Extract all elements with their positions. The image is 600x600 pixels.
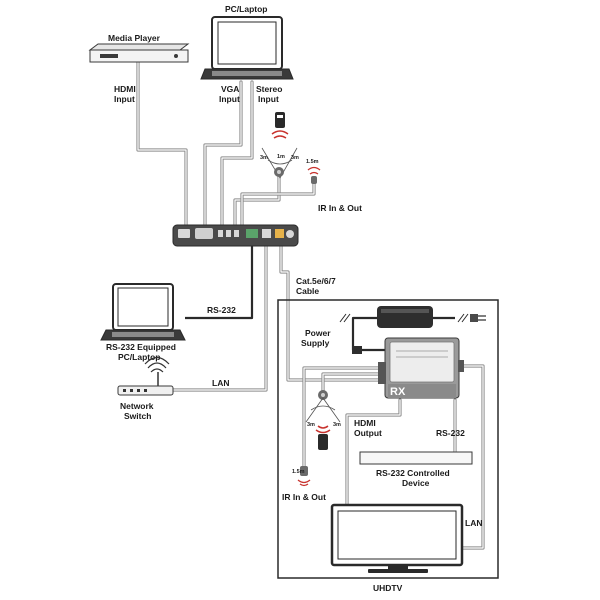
media-player-label: Media Player xyxy=(108,33,161,43)
power-supply xyxy=(339,306,486,354)
cat-cable-label: Cat.5e/6/7 xyxy=(296,276,336,286)
lan-left-label: LAN xyxy=(212,378,229,388)
cables xyxy=(136,60,485,550)
rx-label: RX xyxy=(390,386,406,398)
rs232-device-label: RS-232 Controlled xyxy=(376,468,450,478)
tx-unit xyxy=(172,224,299,247)
laptop-top-label: PC/Laptop xyxy=(225,4,268,14)
cat-cable-label-2: Cable xyxy=(296,286,319,296)
network-switch-label: Network xyxy=(120,401,154,411)
ir-3m-bottom-left-label: 3m xyxy=(307,422,315,428)
lan-right-label: LAN xyxy=(465,518,482,528)
ir-emitter-bottom xyxy=(297,466,311,487)
hdmi-output-label: HDMI xyxy=(354,418,376,428)
cat-cable xyxy=(279,243,384,382)
hdmi-input-label-2: Input xyxy=(114,94,135,104)
ir-distance-top-label: 1.5m xyxy=(306,159,319,165)
ir-receiver-cable-bottom xyxy=(321,372,385,394)
rs232-pc-label-2: PC/Laptop xyxy=(118,352,161,362)
rs232-controlled-device xyxy=(359,451,473,465)
ir-in-out-top-label: IR In & Out xyxy=(318,203,362,213)
ir-3m-right-label: 3m xyxy=(291,155,299,161)
hdmi-cable-input xyxy=(136,60,188,227)
hdmi-output-label-2: Output xyxy=(354,428,382,438)
ir-in-out-bottom-label: IR In & Out xyxy=(282,492,326,502)
ir-receiver-bottom xyxy=(305,390,341,450)
ir-emitter-top xyxy=(307,166,321,184)
network-switch-label-2: Switch xyxy=(124,411,151,421)
rs232-line-label: RS-232 xyxy=(207,305,236,315)
power-supply-label: Power xyxy=(305,328,331,338)
ir-3m-left-label: 3m xyxy=(260,155,268,161)
rs232-device-label-2: Device xyxy=(402,478,430,488)
rs232-cable-left xyxy=(185,245,254,320)
rx-unit xyxy=(378,337,464,399)
ir-3m-bottom-right-label: 3m xyxy=(333,422,341,428)
ir-1m-label: 1m xyxy=(277,154,285,160)
stereo-input-label-2: Input xyxy=(258,94,279,104)
uhdtv-label: UHDTV xyxy=(373,583,403,593)
ir-distance-bottom-label: 1.5m xyxy=(292,469,305,475)
stereo-input-label: Stereo xyxy=(256,84,282,94)
ir-receiver-top xyxy=(261,112,298,179)
network-switch xyxy=(117,356,174,396)
media-player xyxy=(88,43,190,63)
rs232-pc-label: RS-232 Equipped xyxy=(106,342,176,352)
rs232-rx-label: RS-232 xyxy=(436,428,465,438)
vga-input-label-2: Input xyxy=(219,94,240,104)
receiver-site-frame xyxy=(277,299,499,579)
laptop-top xyxy=(200,16,294,80)
power-cable xyxy=(351,316,385,352)
power-supply-label-2: Supply xyxy=(301,338,330,348)
laptop-left xyxy=(100,283,186,341)
uhdtv xyxy=(330,503,464,573)
vga-input-label: VGA xyxy=(221,84,239,94)
hdmi-input-label: HDMI xyxy=(114,84,136,94)
